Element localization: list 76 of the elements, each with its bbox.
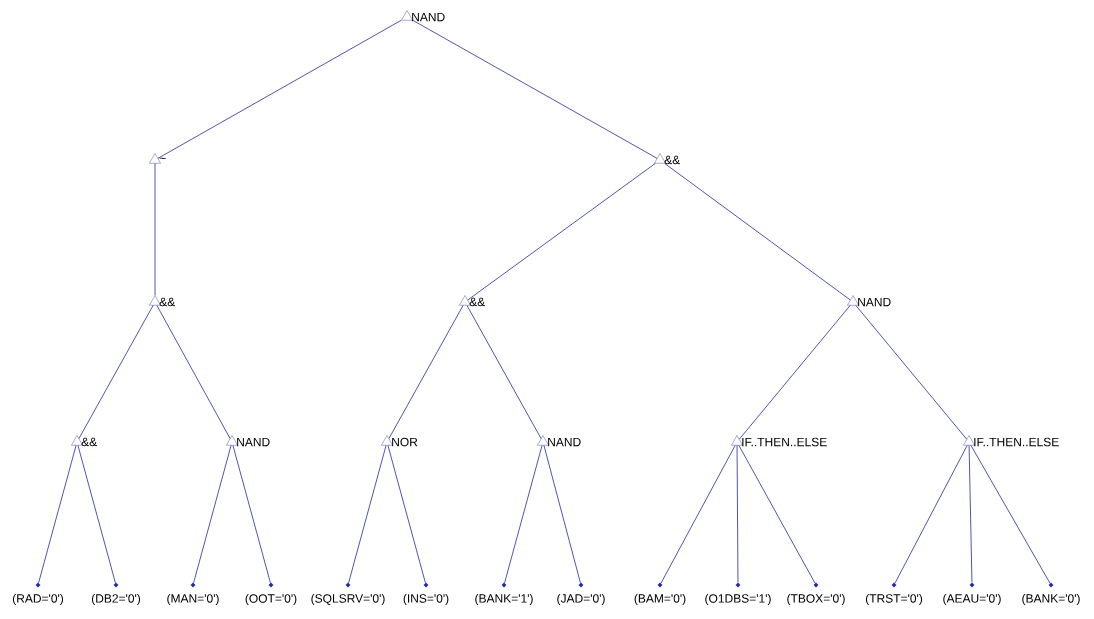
node-label: IF..THEN..ELSE: [974, 437, 1059, 447]
tree-edge: [348, 445, 387, 584]
node-label: (SQLSRV='0'): [311, 593, 385, 606]
tree-edge: [504, 445, 543, 584]
tree-edge: [154, 163, 156, 296]
tree-edge: [736, 445, 739, 583]
tree-edge: [466, 305, 542, 439]
operator-node: NOR: [381, 435, 418, 447]
leaf-node: (MAN='0'): [167, 582, 219, 606]
leaf-node: (BANK='0'): [1022, 582, 1080, 606]
leaf-node: (SQLSRV='0'): [311, 582, 385, 606]
tree-edge: [894, 445, 968, 584]
node-label: (MAN='0'): [167, 593, 219, 606]
node-label: (INS='0'): [403, 593, 449, 606]
node-label: NAND: [858, 297, 891, 307]
leaf-node: (O1DBS='1'): [705, 582, 771, 606]
node-label: NOR: [392, 437, 418, 447]
leaf-node: (JAD='0'): [557, 582, 605, 606]
node-label: &&: [159, 297, 175, 307]
leaf-node: (BAM='0'): [634, 582, 686, 606]
node-label: (BANK='1'): [475, 593, 533, 606]
tree-edge: [968, 445, 973, 583]
tree-edge: [38, 445, 77, 584]
leaf-node: (AEAU='0'): [943, 582, 1001, 606]
leaf-node: (TRST='0'): [865, 582, 923, 606]
operator-node: &&: [654, 153, 680, 165]
leaf-node: (DB2='0'): [91, 582, 141, 606]
tree-edge: [156, 305, 231, 439]
tree-edge: [388, 305, 464, 439]
node-label: (RAD='0'): [12, 593, 64, 606]
operator-node: &&: [71, 435, 97, 447]
tree-edge: [660, 445, 736, 584]
node-label: (TRST='0'): [865, 593, 923, 606]
node-label: IF..THEN..ELSE: [742, 437, 827, 447]
tree-edge: [157, 19, 402, 159]
node-label: (O1DBS='1'): [705, 593, 771, 606]
operator-node: NAND: [401, 10, 445, 22]
operator-node: &&: [459, 295, 485, 307]
tree-edge: [412, 19, 658, 159]
node-label: NAND: [548, 437, 581, 447]
node-label: (DB2='0'): [91, 593, 141, 606]
tree-edge: [543, 445, 581, 584]
tree-edge: [193, 445, 232, 584]
leaf-node: (OOT='0'): [245, 582, 297, 606]
node-label: &&: [664, 155, 681, 165]
tree-edge: [232, 445, 271, 584]
node-label: (OOT='0'): [245, 593, 297, 606]
leaf-node: (INS='0'): [403, 582, 449, 606]
node-label: (TBOX='0'): [787, 593, 845, 606]
node-label: (BANK='0'): [1022, 593, 1080, 606]
leaf-node: (TBOX='0'): [787, 582, 845, 606]
operator-node: NAND: [847, 295, 891, 307]
operator-node: IF..THEN..ELSE: [963, 435, 1059, 447]
tree-edge: [970, 445, 1051, 584]
leaf-node: (RAD='0'): [12, 582, 64, 606]
tree-edge: [387, 445, 426, 584]
operator-node: NAND: [226, 435, 270, 447]
node-label: (JAD='0'): [557, 593, 605, 606]
operator-node: &&: [149, 295, 175, 307]
leaf-node: (BANK='1'): [475, 582, 533, 606]
tree-edge: [738, 445, 816, 584]
node-label: NAND: [412, 12, 445, 22]
tree-edge: [738, 305, 851, 440]
node-label: (BAM='0'): [634, 593, 686, 606]
tree-edge: [78, 305, 154, 439]
operator-node: IF..THEN..ELSE: [731, 435, 827, 447]
tree-edge: [855, 305, 968, 440]
node-label: NAND: [237, 437, 270, 447]
node-label: &&: [469, 297, 486, 307]
operator-node: ~: [149, 153, 166, 164]
tree-edge: [467, 163, 656, 301]
tree-edge: [77, 445, 116, 584]
tree-edge: [664, 163, 851, 301]
node-label: (AEAU='0'): [943, 593, 1001, 606]
node-label: &&: [81, 437, 97, 447]
operator-node: NAND: [537, 435, 581, 447]
